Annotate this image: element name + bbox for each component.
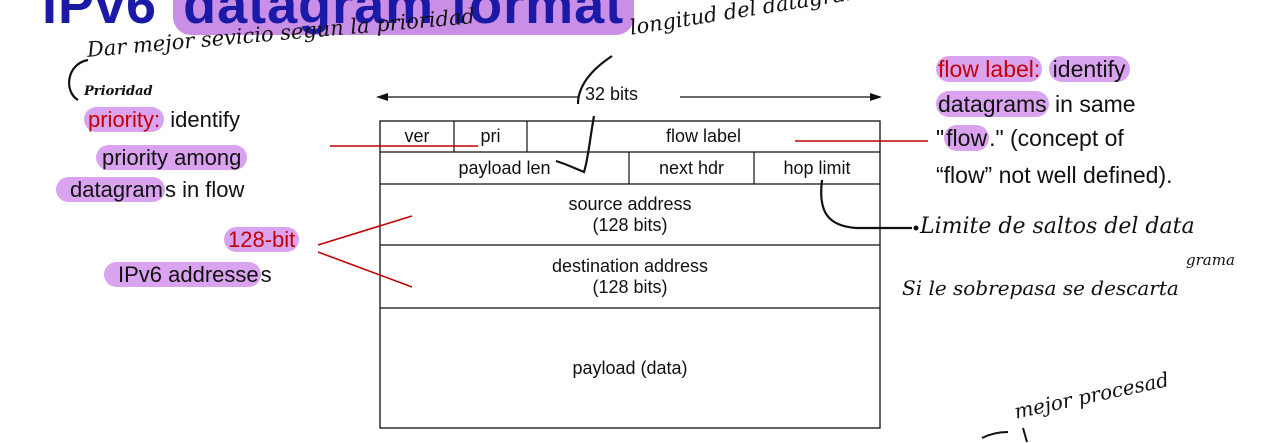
flow-rest: ." (concept of xyxy=(989,125,1124,151)
flow-note-line4: “flow” not well defined). xyxy=(936,162,1173,188)
handwritten-prioridad: Prioridad xyxy=(84,84,153,99)
ruler-label: 32 bits xyxy=(585,84,639,104)
title-prefix: IPv6 xyxy=(42,0,174,35)
in-same-text: in same xyxy=(1048,91,1136,117)
flow-label-highlight: flow label: xyxy=(936,56,1043,82)
field-source-address: source address (128 bits) xyxy=(380,184,880,245)
source-address-label: source address xyxy=(568,193,692,214)
handwritten-descarta: Si le sobrepasa se descarta xyxy=(902,276,1179,300)
priority-among: priority among xyxy=(96,145,248,170)
field-destination-address: destination address (128 bits) xyxy=(380,245,880,308)
field-ver: ver xyxy=(404,126,430,146)
priority-line3-rest: s in flow xyxy=(164,177,245,202)
flow-note-line1: flow label: identify xyxy=(936,56,1130,83)
field-hop-limit: hop limit xyxy=(783,157,851,178)
handwritten-grama: grama xyxy=(1186,251,1235,269)
ipv6-highlight: IPv6 addresse xyxy=(104,262,261,287)
flow-note-line2: datagrams in same xyxy=(936,91,1136,118)
destination-address-label: destination address xyxy=(551,255,709,276)
field-flow-label: flow label xyxy=(665,126,742,146)
field-payload: payload (data) xyxy=(572,357,688,378)
datagram-highlight: datagram xyxy=(56,177,165,202)
identify-highlight: identify xyxy=(1048,56,1130,82)
priority-note-line3: datagrams in flow xyxy=(56,177,244,203)
bits-label-text: 128-bit xyxy=(224,227,300,252)
bits-label: 128-bit xyxy=(224,227,300,253)
flow-note-line3: "flow." (concept of xyxy=(936,125,1124,152)
source-address-bits: (128 bits) xyxy=(592,214,668,235)
flow-quote-open: " xyxy=(936,125,945,151)
page-title: IPv6 datagram format xyxy=(42,0,635,36)
handwritten-limite: Limite de saltos del data xyxy=(920,214,1195,239)
priority-note-line2: priority among xyxy=(96,145,248,171)
priority-note-line1: priority: identify xyxy=(84,107,240,133)
flow-highlight: flow xyxy=(944,125,990,151)
field-next-hdr: next hdr xyxy=(658,157,725,178)
title-highlight: datagram format xyxy=(173,0,635,35)
ipv6-rest: s xyxy=(260,262,272,287)
field-pri: pri xyxy=(480,126,501,146)
field-payload-len: payload len xyxy=(458,157,551,178)
datagrams-highlight: datagrams xyxy=(936,91,1049,117)
priority-word: priority: xyxy=(84,107,165,132)
ipv6-addresses-note: IPv6 addresses xyxy=(104,262,272,288)
priority-line1-rest: identify xyxy=(164,107,240,132)
destination-address-bits: (128 bits) xyxy=(592,276,668,297)
